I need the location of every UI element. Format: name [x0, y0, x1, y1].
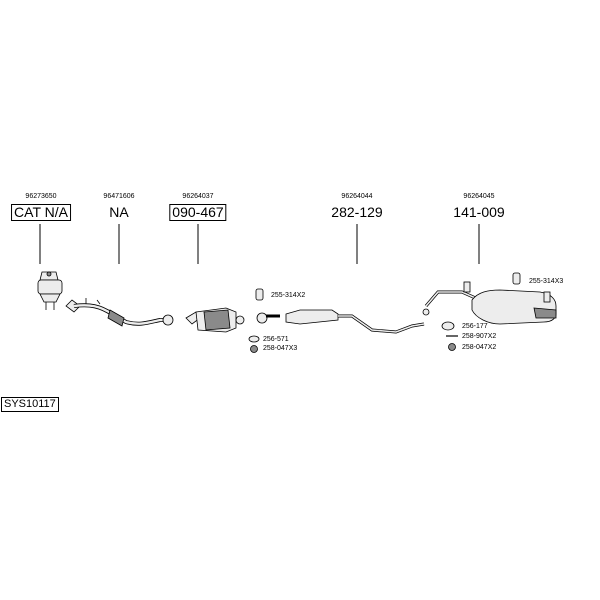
manifold-catalyst-part [37, 271, 63, 310]
accessory-icons [248, 272, 521, 353]
accessory-label-258-907x2[interactable]: 258-907X2 [462, 333, 497, 340]
accessory-label-258-047x2[interactable]: 258-047X2 [462, 344, 497, 351]
front-pipe-part [65, 298, 174, 327]
accessory-label-256-571[interactable]: 256-571 [263, 336, 289, 343]
accessory-label-256-177[interactable]: 256-177 [462, 323, 488, 330]
oem-number-2: 96471606 [103, 193, 135, 200]
oem-number-1: 96273650 [25, 193, 57, 200]
oem-number-5: 96264045 [463, 193, 495, 200]
gasket-icon [248, 335, 260, 343]
nut-icon-rear [448, 343, 456, 351]
part-label-5[interactable]: 141-009 [453, 204, 505, 220]
gasket-icon-rear [441, 321, 455, 331]
clamp-icon [422, 308, 430, 316]
accessory-label-255-314x2[interactable]: 255-314X2 [271, 292, 306, 299]
rubber-hanger-icon [255, 288, 264, 301]
oem-number-3: 96264037 [182, 193, 214, 200]
oem-number-4: 96264044 [341, 193, 373, 200]
rear-silencer-part [424, 281, 557, 325]
catalytic-converter-part [185, 307, 245, 333]
part-label-1[interactable]: CAT N/A [11, 204, 71, 221]
part-label-4[interactable]: 282-129 [331, 204, 383, 220]
system-code: SYS10117 [1, 397, 59, 412]
nut-icon [250, 345, 258, 353]
rubber-hanger-icon-rear [512, 272, 521, 285]
accessory-label-258-047x3[interactable]: 258-047X3 [263, 345, 298, 352]
part-label-2[interactable]: NA [109, 204, 129, 220]
accessory-label-255-314x3[interactable]: 255-314X3 [529, 278, 564, 285]
center-silencer-part [256, 309, 425, 334]
part-label-3[interactable]: 090-467 [169, 204, 227, 221]
